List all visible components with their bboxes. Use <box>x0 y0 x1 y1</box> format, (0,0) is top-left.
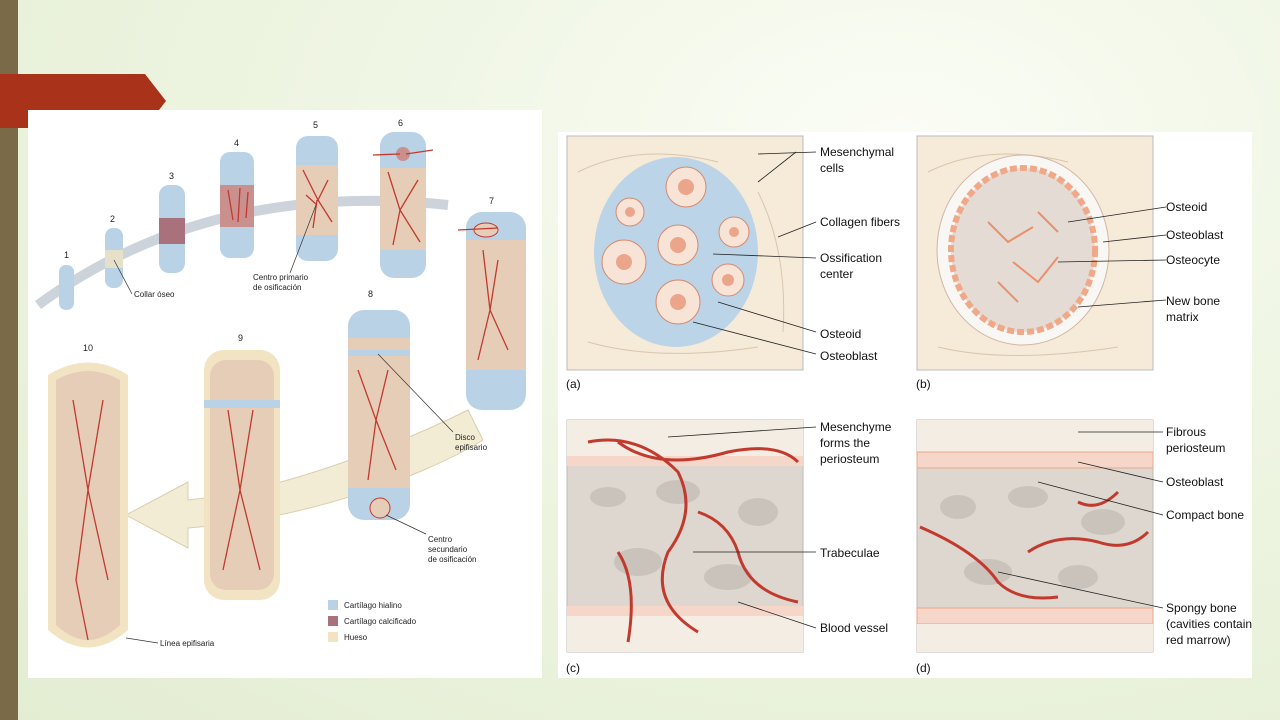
stage-number-9: 9 <box>238 333 243 343</box>
stage-number-8: 8 <box>368 289 373 299</box>
legend-swatch-bone <box>328 632 338 642</box>
stage-1-bone <box>59 265 74 310</box>
label-a-osteoid: Osteoid <box>820 327 861 341</box>
label-c-trabeculae: Trabeculae <box>820 546 880 560</box>
blood-vessels-d <box>919 490 1150 600</box>
label-c-forms-the: forms the <box>820 436 870 450</box>
endochondral-svg: 1 2 3 4 5 6 7 8 9 10 Collar óseo Centro … <box>35 118 526 648</box>
panel-a-tag: (a) <box>566 377 581 391</box>
label-b-new-bone: New bone <box>1166 294 1220 308</box>
intramembranous-svg: Mesenchymal cells Collagen fibers Ossifi… <box>566 135 1252 675</box>
stage-number-6: 6 <box>398 118 403 128</box>
label-c-mesenchyme: Mesenchyme <box>820 420 892 434</box>
label-d-cavities: (cavities contain <box>1166 617 1252 631</box>
panel-d: Fibrous periosteum Osteoblast Compact bo… <box>916 419 1252 675</box>
stage-number-5: 5 <box>313 120 318 130</box>
panel-b: Osteoid Osteoblast Osteocyte New bone ma… <box>916 135 1224 391</box>
label-epiphyseal-line: Línea epifisaria <box>160 639 215 648</box>
label-d-periosteum: periosteum <box>1166 441 1225 455</box>
label-disc-1: Disco <box>455 433 476 442</box>
label-a-center: center <box>820 267 853 281</box>
legend-swatch-calcified <box>328 616 338 626</box>
label-d-compact-bone: Compact bone <box>1166 508 1244 522</box>
label-b-osteoid: Osteoid <box>1166 200 1207 214</box>
label-d-osteoblast: Osteoblast <box>1166 475 1224 489</box>
label-d-spongy-bone: Spongy bone <box>1166 601 1237 615</box>
panel-b-tag: (b) <box>916 377 931 391</box>
stage-number-2: 2 <box>110 214 115 224</box>
stage-number-3: 3 <box>169 171 174 181</box>
panel-a: Mesenchymal cells Collagen fibers Ossifi… <box>566 135 900 391</box>
stage-number-1: 1 <box>64 250 69 260</box>
stage-number-10: 10 <box>83 343 93 353</box>
label-secondary-center-3: de osificación <box>428 555 476 564</box>
intramembranous-ossification-figure: Mesenchymal cells Collagen fibers Ossifi… <box>558 132 1252 678</box>
label-c-blood-vessel: Blood vessel <box>820 621 888 635</box>
legend-label-calcified: Cartílago calcificado <box>344 617 417 626</box>
label-primary-center-2: de osificación <box>253 283 301 292</box>
label-a-cells: cells <box>820 161 844 175</box>
osteoblast-ring <box>948 165 1098 335</box>
label-a-osteoblast: Osteoblast <box>820 349 878 363</box>
label-d-red-marrow: red marrow) <box>1166 633 1231 647</box>
label-disc-2: epifisario <box>455 443 488 452</box>
label-secondary-center-1: Centro <box>428 535 453 544</box>
label-collar: Collar óseo <box>134 290 175 299</box>
label-b-osteocyte: Osteocyte <box>1166 253 1220 267</box>
label-a-ossification: Ossification <box>820 251 882 265</box>
label-b-matrix: matrix <box>1166 310 1199 324</box>
progression-arrow <box>124 409 484 549</box>
panel-c: Mesenchyme forms the periosteum Trabecul… <box>566 419 892 675</box>
panel-d-tag: (d) <box>916 661 931 675</box>
label-primary-center-1: Centro primario <box>253 273 309 282</box>
legend-label-bone: Hueso <box>344 633 368 642</box>
legend-swatch-hyaline <box>328 600 338 610</box>
label-a-mesenchymal: Mesenchymal <box>820 145 894 159</box>
side-accent-bar <box>0 0 18 720</box>
stage-number-4: 4 <box>234 138 239 148</box>
label-a-collagen: Collagen fibers <box>820 215 900 229</box>
label-b-osteoblast: Osteoblast <box>1166 228 1224 242</box>
stage-number-7: 7 <box>489 196 494 206</box>
legend-label-hyaline: Cartílago hialino <box>344 601 402 610</box>
label-secondary-center-2: secundario <box>428 545 468 554</box>
legend: Cartílago hialino Cartílago calcificado … <box>328 600 417 642</box>
blood-vessels-c <box>587 438 800 643</box>
endochondral-ossification-figure: 1 2 3 4 5 6 7 8 9 10 Collar óseo Centro … <box>28 110 542 678</box>
panel-c-tag: (c) <box>566 661 580 675</box>
label-c-periosteum: periosteum <box>820 452 879 466</box>
label-d-fibrous: Fibrous <box>1166 425 1206 439</box>
